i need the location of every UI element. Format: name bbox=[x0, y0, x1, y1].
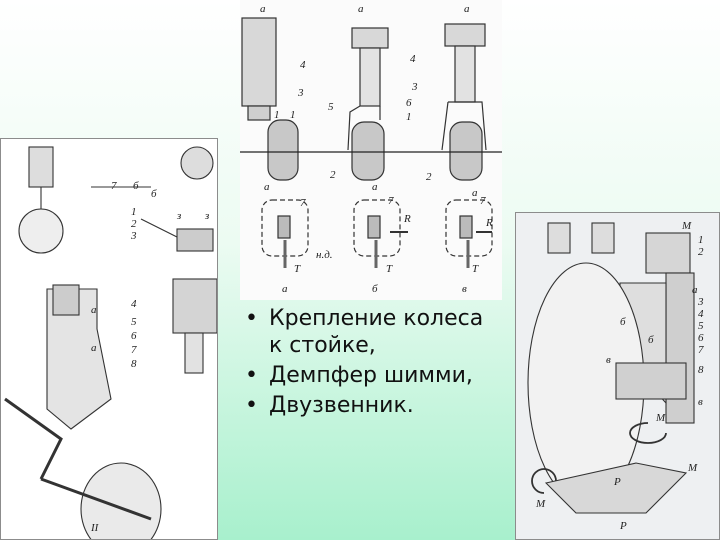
bullet-list: Крепление колеса к стойке, Демпфер шимми… bbox=[243, 305, 503, 422]
mid-label-a2: a bbox=[372, 181, 378, 193]
left-label-2: 2 bbox=[131, 218, 137, 230]
part-label-3a: 3 bbox=[297, 87, 304, 99]
mid-label-a1: a bbox=[264, 181, 270, 193]
left-label-8: 8 bbox=[131, 358, 137, 370]
part-label-3b: 3 bbox=[411, 81, 418, 93]
right-label-v1: в bbox=[606, 354, 611, 366]
left-label-b1: б bbox=[133, 180, 139, 192]
part-label-2a: 2 bbox=[330, 169, 336, 181]
right-label-1: 1 bbox=[698, 234, 704, 246]
right-label-4: 4 bbox=[698, 308, 704, 320]
strut-variants-figure: a a a 4 4 3 3 5 6 1 1 2 2 1 a a a 7 7 7 … bbox=[240, 0, 502, 300]
part-label-1b: 1 bbox=[406, 111, 412, 123]
right-label-b2: б bbox=[648, 334, 654, 346]
left-label-a1: а bbox=[91, 304, 97, 316]
top-label-a1: a bbox=[260, 3, 266, 15]
bullet-torque-link: Двузвенник. bbox=[243, 392, 503, 419]
left-label-1: 1 bbox=[131, 206, 137, 218]
top-label-a2: a bbox=[358, 3, 364, 15]
left-label-5: 5 bbox=[131, 316, 137, 328]
bullet-shimmy-damper: Демпфер шимми, bbox=[243, 362, 503, 389]
right-label-3: 3 bbox=[697, 296, 704, 308]
left-label-b2: б bbox=[151, 188, 157, 200]
part-label-4b: 4 bbox=[410, 53, 416, 65]
right-label-M1: M bbox=[681, 220, 692, 232]
left-label-6: 6 bbox=[131, 330, 137, 342]
gear-leg-figure: 7 б 1 2 3 а а 4 5 6 7 8 б з з II bbox=[0, 138, 218, 540]
detail-label-T3: T bbox=[472, 263, 479, 275]
right-label-5: 5 bbox=[698, 320, 704, 332]
left-label-z2: з bbox=[204, 210, 209, 222]
detail-label-T1: T bbox=[294, 263, 301, 275]
shimmy-damper-figure: M 1 2 а 3 4 5 6 7 8 б б в в M M P P M bbox=[515, 212, 720, 540]
part-label-1c: 1 bbox=[274, 109, 280, 121]
right-label-P2: P bbox=[619, 520, 627, 532]
caption-b: б bbox=[372, 283, 378, 295]
bullet-wheel-mount: Крепление колеса к стойке, bbox=[243, 305, 503, 359]
part-label-2b: 2 bbox=[426, 171, 432, 183]
right-label-M3: M bbox=[687, 462, 698, 474]
right-label-b1: б bbox=[620, 316, 626, 328]
part-label-6: 6 bbox=[406, 97, 412, 109]
right-label-7: 7 bbox=[698, 344, 704, 356]
detail-label-R2: R bbox=[485, 217, 493, 229]
detail-label-7b: 7 bbox=[388, 195, 394, 207]
top-label-a3: a bbox=[464, 3, 470, 15]
detail-label-R1: R bbox=[403, 213, 411, 225]
detail-label-T2: T bbox=[386, 263, 393, 275]
right-label-P1: P bbox=[613, 476, 621, 488]
detail-label-7a: 7 bbox=[300, 197, 306, 209]
left-label-II: II bbox=[90, 522, 100, 534]
caption-v: в bbox=[462, 283, 467, 295]
left-label-7a: 7 bbox=[111, 180, 117, 192]
right-label-M4: M bbox=[535, 498, 546, 510]
detail-label-7c: 7 bbox=[480, 195, 486, 207]
left-label-7b: 7 bbox=[131, 344, 137, 356]
left-label-4: 4 bbox=[131, 298, 137, 310]
right-label-a: а bbox=[692, 284, 698, 296]
right-label-6: 6 bbox=[698, 332, 704, 344]
right-label-2: 2 bbox=[698, 246, 704, 258]
right-label-8: 8 bbox=[698, 364, 704, 376]
part-label-4a: 4 bbox=[300, 59, 306, 71]
caption-a: а bbox=[282, 283, 288, 295]
right-label-v2: в bbox=[698, 396, 703, 408]
right-label-M2: M bbox=[655, 412, 666, 424]
mid-label-a3: a bbox=[472, 187, 478, 199]
part-label-1a: 1 bbox=[290, 109, 296, 121]
left-label-z1: з bbox=[176, 210, 181, 222]
left-label-3: 3 bbox=[130, 230, 137, 242]
left-label-a2: а bbox=[91, 342, 97, 354]
detail-label-nd: н.д. bbox=[316, 249, 333, 261]
part-label-5: 5 bbox=[328, 101, 334, 113]
